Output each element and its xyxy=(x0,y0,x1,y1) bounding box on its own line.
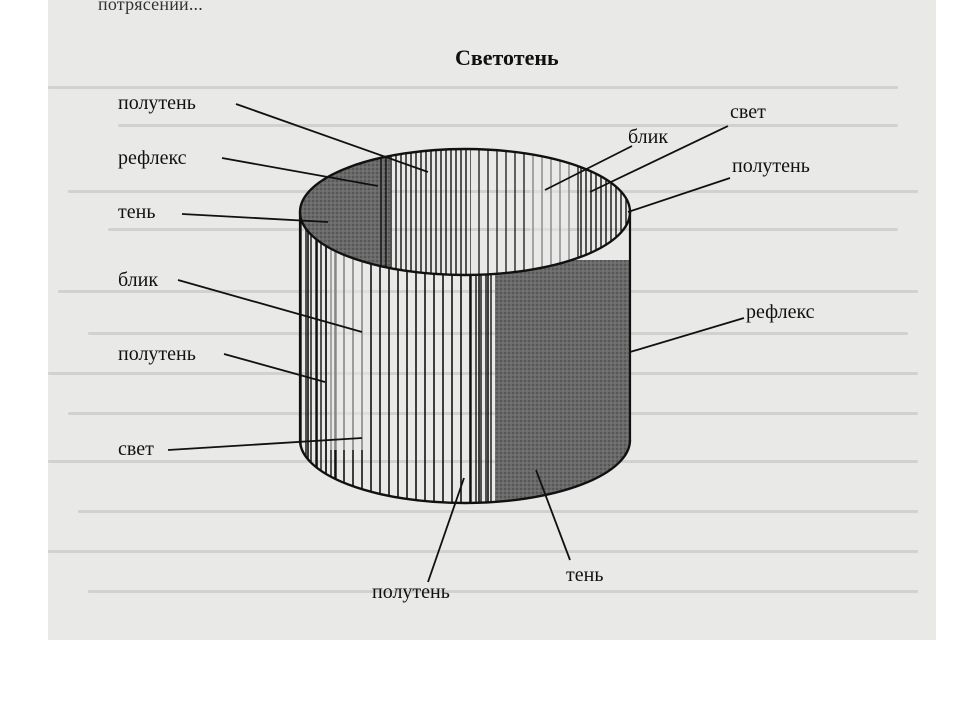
label-light-left: свет xyxy=(118,438,154,460)
label-reflex-left: рефлекс xyxy=(118,147,187,169)
label-penumbra-bottom: полутень xyxy=(372,581,450,603)
label-highlight-top: блик xyxy=(628,126,669,148)
label-light-top: свет xyxy=(730,101,766,123)
cylinder-base xyxy=(298,439,632,505)
label-penumbra-top-left: полутень xyxy=(118,92,196,114)
figure-title: Светотень xyxy=(455,45,559,70)
clipped-top-text: потрясений... xyxy=(98,0,203,14)
label-penumbra-left: полутень xyxy=(118,343,196,365)
leader-lines xyxy=(167,103,745,583)
label-highlight-left: блик xyxy=(118,269,159,291)
label-penumbra-right: полутень xyxy=(732,155,810,177)
label-shadow-bottom: тень xyxy=(566,564,604,586)
label-reflex-right: рефлекс xyxy=(746,301,815,323)
label-shadow-left: тень xyxy=(118,201,156,223)
